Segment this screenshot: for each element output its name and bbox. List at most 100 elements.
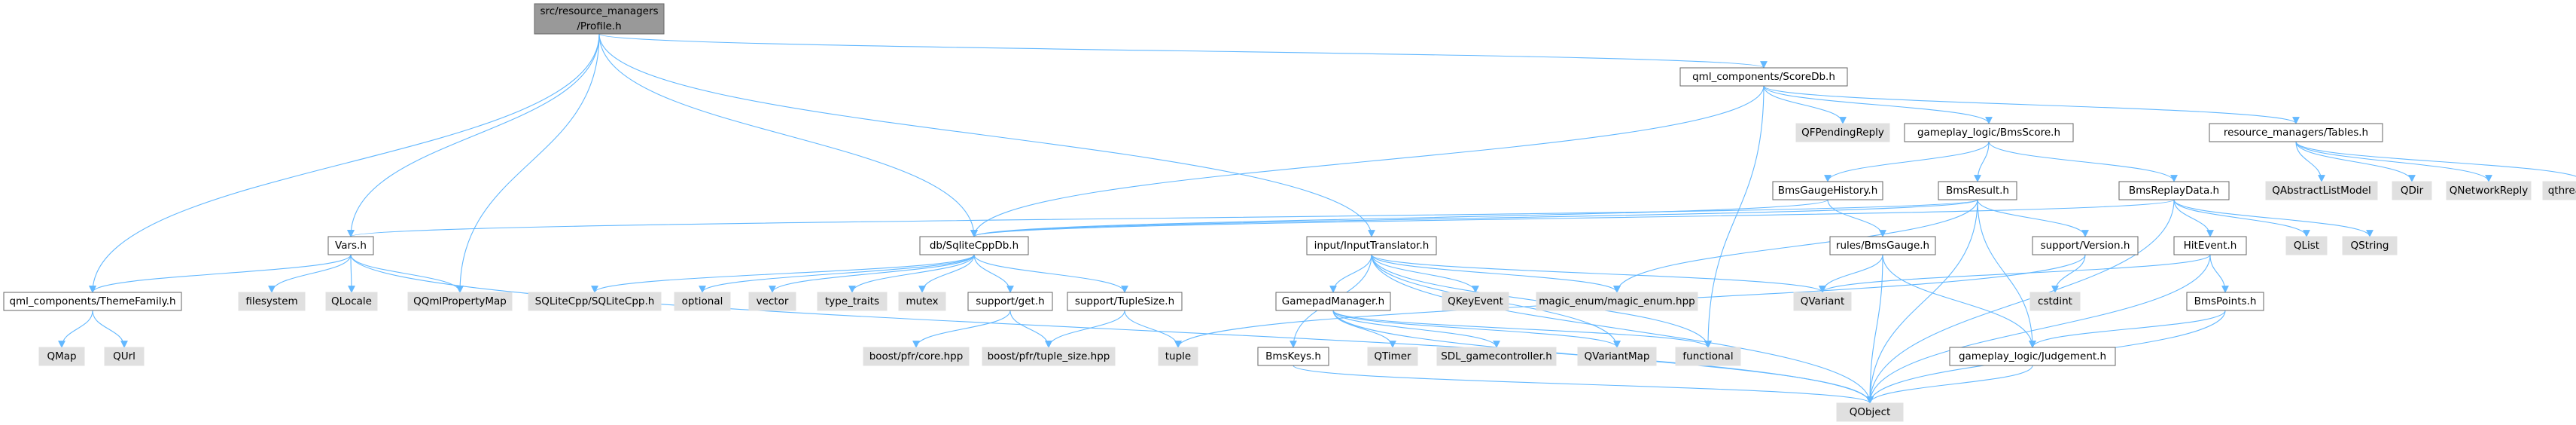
node-inputtrans[interactable]: input/InputTranslator.h (1306, 236, 1437, 255)
edge-profile-to-scoredb (598, 33, 1768, 69)
node-bmsreplay[interactable]: BmsReplayData.h (2118, 181, 2230, 200)
node-label-cstdint: cstdint (2038, 295, 2072, 307)
node-box-judgement (1949, 347, 2116, 366)
node-box-qlist (2285, 236, 2328, 255)
node-tuple: tuple (1158, 347, 1198, 366)
node-box-bmskeys (1257, 347, 1329, 366)
edge-tuplesize-to-boosttuple (1045, 310, 1125, 348)
node-label-mutex: mutex (906, 295, 938, 307)
edge-vars-to-qobject (350, 254, 1874, 404)
node-vector: vector (748, 292, 796, 311)
node-label-version: support/Version.h (2041, 240, 2130, 252)
node-box-tuple (1158, 347, 1198, 366)
node-label-magicenum: magic_enum/magic_enum.hpp (1539, 295, 1695, 307)
edge-scoredb-to-tables (1763, 85, 2300, 124)
edge-bmsreplay-to-qstring (2173, 199, 2374, 237)
node-supportget[interactable]: support/get.h (967, 292, 1053, 311)
node-box-bmsreplay (2118, 181, 2230, 200)
edge-tables-to-qabstract (2295, 141, 2325, 182)
node-box-bmsresult (1938, 181, 2017, 200)
node-scoredb[interactable]: qml_components/ScoreDb.h (1679, 67, 1848, 87)
node-label-bmspoints: BmsPoints.h (2194, 295, 2257, 307)
node-box-functional (1675, 347, 1741, 366)
node-box-bmsscore (1904, 123, 2074, 142)
node-label-qdir: QDir (2401, 185, 2424, 197)
node-judgement[interactable]: gameplay_logic/Judgement.h (1949, 347, 2116, 366)
edge-themefamily-to-qmap (58, 310, 93, 348)
edge-vars-to-qqmlprop (350, 254, 464, 293)
node-label-bmskeys: BmsKeys.h (1265, 350, 1321, 362)
node-label-qkeyevent: QKeyEvent (1448, 295, 1503, 307)
node-label-qfpending: QFPendingReply (1801, 127, 1884, 139)
edge-themefamily-to-qurl (92, 310, 128, 348)
node-qtimer: QTimer (1367, 347, 1418, 366)
node-box-cstdint (2029, 292, 2081, 311)
edge-bmsscore-to-bmsresult (1974, 141, 1990, 182)
node-label-qobject: QObject (1850, 406, 1891, 418)
edge-hitevent-to-bmspoints (2209, 254, 2229, 293)
node-label-qthreadpool: qthreadpool.h (2548, 185, 2576, 197)
node-box-qobject (1836, 402, 1904, 422)
edge-scoredb-to-functional (1704, 85, 1765, 348)
edge-bmsreplay-to-qobject (1866, 199, 2175, 404)
node-box-hitevent (2173, 236, 2247, 255)
node-typetraits: type_traits (817, 292, 888, 311)
node-box-version (2032, 236, 2139, 255)
edge-inputtrans-to-qobject (1371, 254, 1874, 404)
node-label-tables: resource_managers/Tables.h (2224, 127, 2368, 139)
node-bmsgaugehist[interactable]: BmsGaugeHistory.h (1772, 181, 1883, 200)
node-tuplesize[interactable]: support/TupleSize.h (1067, 292, 1183, 311)
node-label-hitevent: HitEvent.h (2184, 240, 2237, 252)
node-cstdint: cstdint (2029, 292, 2081, 311)
node-bmsgauge[interactable]: rules/BmsGauge.h (1829, 236, 1936, 255)
node-bmskeys[interactable]: BmsKeys.h (1257, 347, 1329, 366)
node-label-boosttuple: boost/pfr/tuple_size.hpp (988, 350, 1110, 362)
node-profile: src/resource_managers/Profile.h (534, 3, 665, 35)
nodes-layer: src/resource_managers/Profile.h qml_compo… (3, 3, 2576, 422)
node-box-qvariantmap (1577, 347, 1657, 366)
edge-scoredb-to-sqlitecppdb (970, 85, 1765, 237)
node-bmsresult[interactable]: BmsResult.h (1938, 181, 2017, 200)
node-bmspoints[interactable]: BmsPoints.h (2186, 292, 2264, 311)
node-qurl: QUrl (104, 347, 145, 366)
node-qabstract: QAbstractListModel (2265, 181, 2378, 200)
node-label-bmsresult: BmsResult.h (1946, 185, 2009, 197)
edge-bmsscore-to-bmsgaugehist (1824, 141, 1990, 182)
node-box-bmsgaugehist (1772, 181, 1883, 200)
edge-version-to-cstdint (2051, 254, 2086, 293)
node-label-vars: Vars.h (335, 240, 367, 252)
node-box-supportget (967, 292, 1053, 311)
node-label-filesystem: filesystem (245, 295, 297, 307)
node-boostcore: boost/pfr/core.hpp (863, 347, 970, 366)
node-label-qvariantmap: QVariantMap (1585, 350, 1650, 362)
node-label-boostcore: boost/pfr/core.hpp (869, 350, 964, 362)
edge-gamepadmgr-to-functional (1332, 310, 1712, 348)
node-hitevent[interactable]: HitEvent.h (2173, 236, 2247, 255)
node-label-qurl: QUrl (113, 350, 135, 362)
edge-inputtrans-to-magicenum (1371, 254, 1621, 293)
node-qfpending: QFPendingReply (1795, 123, 1890, 142)
node-optional: optional (674, 292, 731, 311)
node-version[interactable]: support/Version.h (2032, 236, 2139, 255)
node-qdir: QDir (2392, 181, 2432, 200)
node-vars[interactable]: Vars.h (327, 236, 374, 255)
node-themefamily[interactable]: qml_components/ThemeFamily.h (3, 292, 182, 311)
node-qkeyevent: QKeyEvent (1442, 292, 1509, 311)
node-gamepadmgr[interactable]: GamepadManager.h (1275, 292, 1391, 311)
node-qmap: QMap (38, 347, 85, 366)
node-qstring: QString (2342, 236, 2398, 255)
node-qobject: QObject (1836, 402, 1904, 422)
node-bmsscore[interactable]: gameplay_logic/BmsScore.h (1904, 123, 2074, 142)
node-box-qthreadpool (2542, 181, 2576, 200)
edge-inputtrans-to-qkeyevent (1371, 254, 1479, 293)
node-label-functional: functional (1682, 350, 1733, 362)
node-functional: functional (1675, 347, 1741, 366)
edge-bmskeys-to-qobject (1293, 365, 1874, 404)
node-box-sqlitecpp (528, 292, 662, 311)
node-tables[interactable]: resource_managers/Tables.h (2209, 123, 2383, 142)
edges-layer (58, 33, 2576, 404)
node-sqlitecppdb[interactable]: db/SqliteCppDb.h (919, 236, 1029, 255)
edge-bmsgauge-to-qobject (1866, 254, 1883, 404)
edge-bmsgaugehist-to-sqlitecppdb (970, 199, 1828, 237)
edge-bmsscore-to-bmsreplay (1988, 141, 2178, 182)
